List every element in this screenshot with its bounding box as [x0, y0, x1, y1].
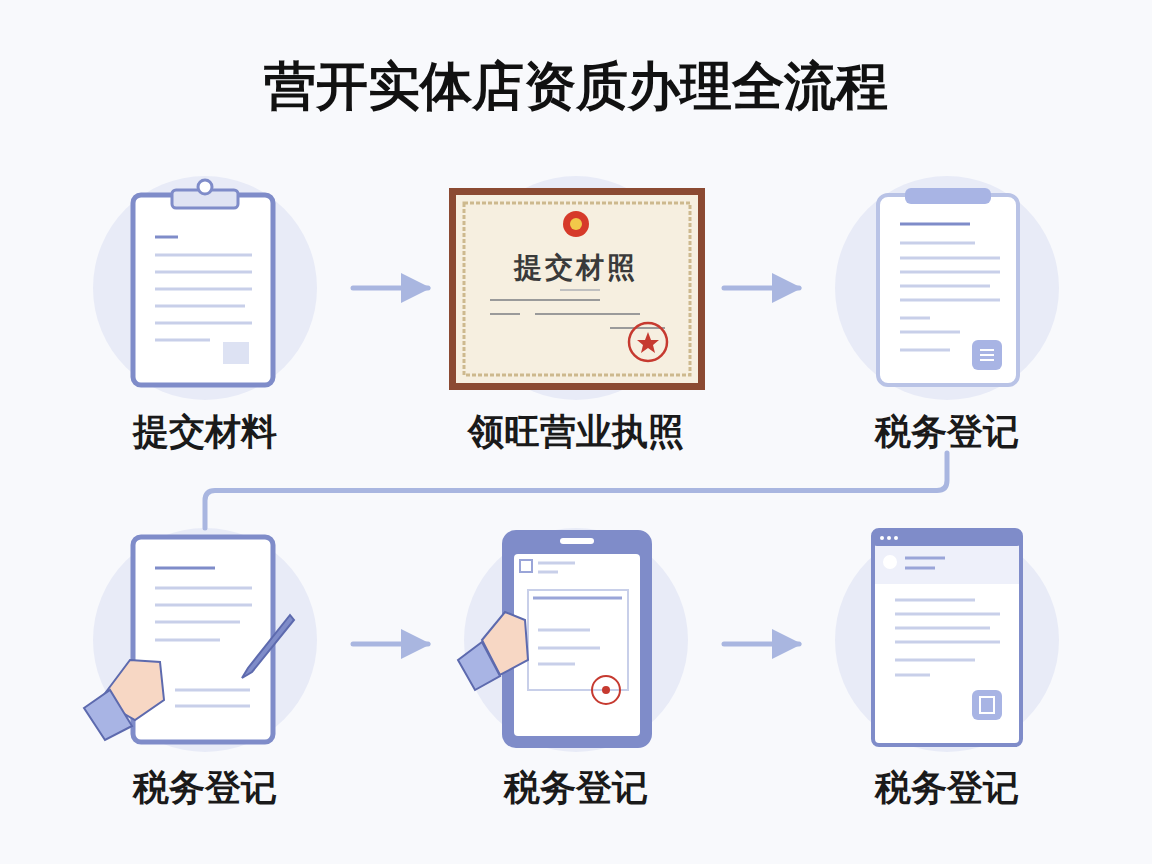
step-node: 税务登记 — [436, 528, 716, 809]
step-label: 税务登记 — [807, 767, 1087, 809]
flow-connector — [353, 286, 428, 291]
step-label: 税务登记 — [807, 411, 1087, 453]
bg-circle — [464, 528, 688, 752]
window-icon — [873, 530, 1021, 745]
certificate-text: 提交材照 — [514, 249, 638, 287]
icon-area — [65, 172, 345, 411]
icon-area — [807, 172, 1087, 411]
flow-connector — [724, 642, 799, 647]
step-node: 提交材料 — [65, 172, 345, 453]
flow-connector — [724, 286, 799, 291]
step-label: 税务登记 — [65, 767, 345, 809]
bg-circle — [93, 176, 317, 400]
title: 营开实体店资质办理全流程 — [0, 52, 1152, 122]
bg-circle — [835, 528, 1059, 752]
clipboard-icon — [133, 180, 273, 385]
step-label: 提交材料 — [65, 411, 345, 453]
icon-area — [65, 528, 345, 767]
icon-area — [436, 528, 716, 767]
step-node: 税务登记 — [807, 528, 1087, 809]
step-node: 税务登记 — [65, 528, 345, 809]
step-label: 税务登记 — [436, 767, 716, 809]
step-label: 领旺营业执照 — [436, 411, 716, 453]
document-icon — [878, 188, 1018, 385]
step-node: 领旺营业执照 — [436, 172, 716, 453]
flow-connector — [353, 642, 428, 647]
step-node: 税务登记 — [807, 172, 1087, 453]
signing-icon — [84, 537, 294, 742]
certificate-icon — [449, 188, 705, 390]
icon-area — [436, 172, 716, 411]
flow-connector — [205, 453, 947, 528]
icon-area — [807, 528, 1087, 767]
bg-circles — [93, 176, 1059, 752]
tablet-icon — [458, 530, 652, 748]
bg-circle — [835, 176, 1059, 400]
